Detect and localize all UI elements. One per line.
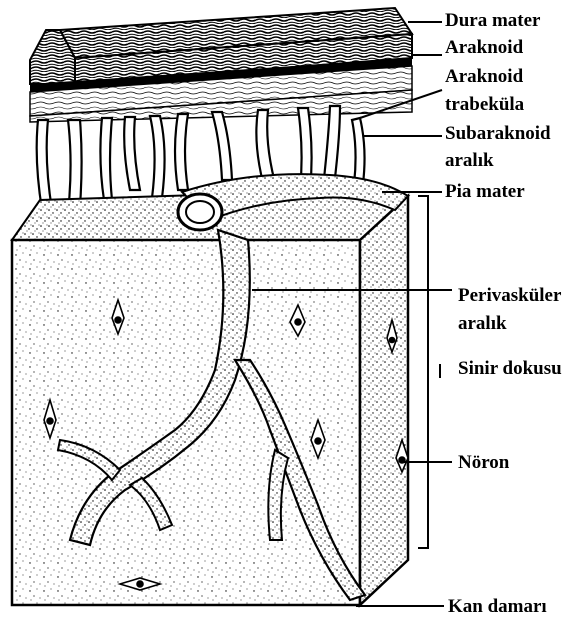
label-araknoid-trabekula-line1: Araknoid xyxy=(445,66,523,87)
label-perivaskuler-line1: Perivasküler xyxy=(458,285,561,306)
label-subaraknoid-line1: Subaraknoid xyxy=(445,123,551,144)
label-araknoid: Araknoid xyxy=(445,37,523,58)
label-noron: Nöron xyxy=(458,452,509,473)
sinir-dokusu-bracket xyxy=(418,196,428,548)
label-perivaskuler-line2: aralık xyxy=(458,313,507,334)
label-sinir-dokusu: Sinir dokusu xyxy=(458,358,562,379)
label-pia-mater: Pia mater xyxy=(445,181,525,202)
label-kan-damari: Kan damarı xyxy=(448,596,547,617)
label-subaraknoid-line2: aralık xyxy=(445,150,494,171)
label-dura-mater: Dura mater xyxy=(445,10,541,31)
label-araknoid-trabekula-line2: trabeküla xyxy=(445,94,524,115)
